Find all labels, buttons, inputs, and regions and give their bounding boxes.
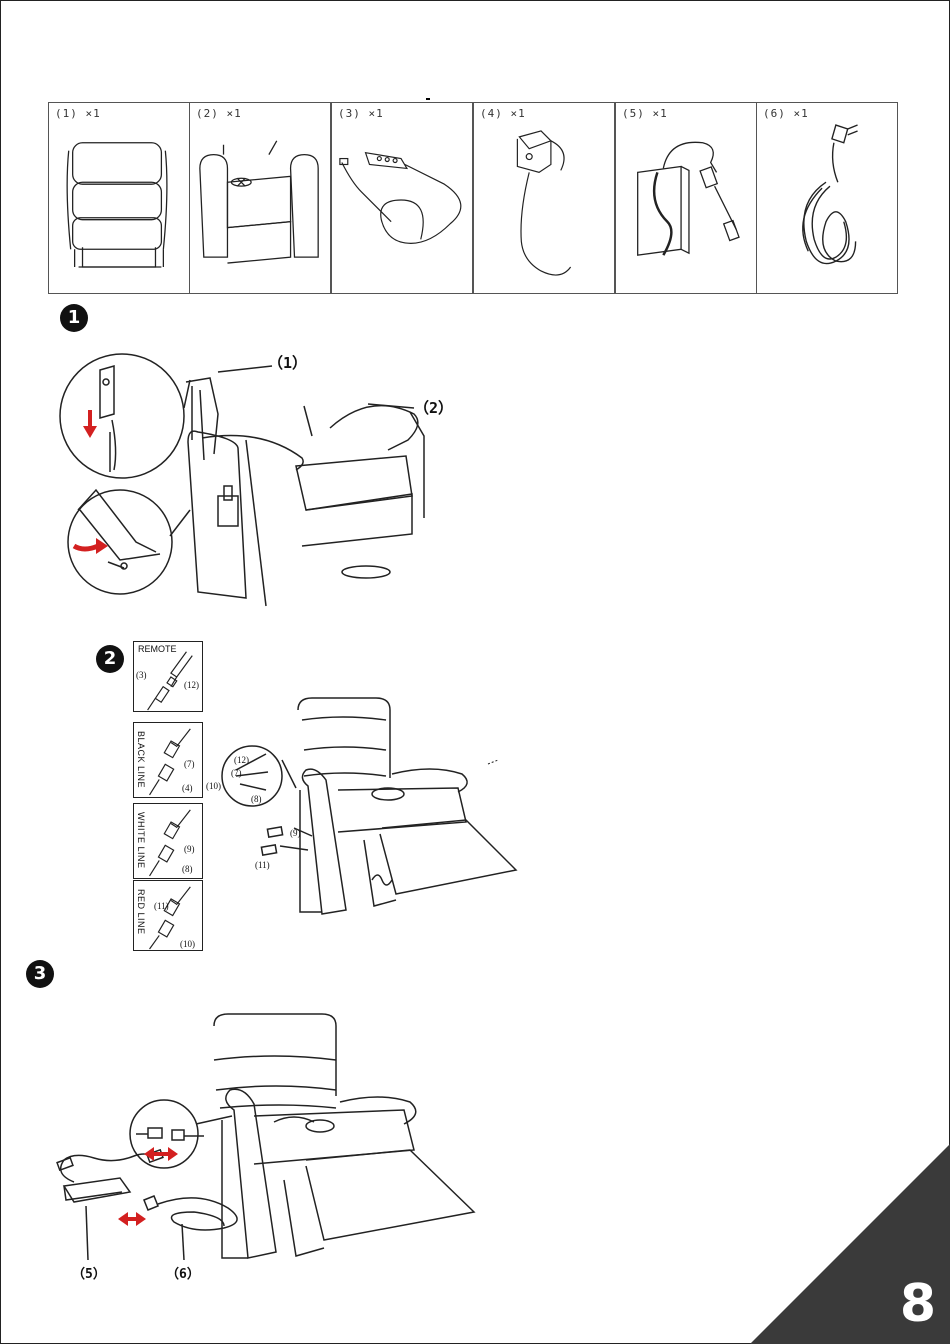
- part-cell-1: (1) ×1: [48, 102, 190, 294]
- detail-label-8: (8): [251, 794, 262, 804]
- step-1-illustration: [50, 350, 470, 610]
- backrest-illustration: [49, 103, 189, 293]
- step-2-badge: 2: [96, 645, 124, 673]
- red-double-arrow-bottom: [118, 1212, 146, 1226]
- label-12-box: (12): [184, 680, 199, 690]
- part-cell-5: (5) ×1: [615, 102, 757, 294]
- black-line-box: BLACK LINE (7) (4): [133, 722, 203, 798]
- header-mark: [426, 98, 430, 100]
- detail-label-7: (7): [231, 768, 242, 778]
- label-11-box: (11): [154, 901, 169, 911]
- callout-cord: （6）: [166, 1263, 200, 1282]
- label-7-box: (7): [184, 759, 195, 769]
- label-4-box: (4): [182, 783, 193, 793]
- remote-control-illustration: [332, 103, 472, 293]
- cable-label-9: (9): [290, 828, 301, 838]
- label-9-box: (9): [184, 844, 195, 854]
- label-3: (3): [136, 670, 147, 680]
- remote-connector-box: REMOTE (3) (12): [133, 641, 203, 712]
- red-line-box: RED LINE (11) (10): [133, 880, 203, 951]
- step-1-badge: 1: [60, 304, 88, 332]
- label-10-box: (10): [180, 939, 195, 949]
- part-cell-3: (3) ×1: [331, 102, 473, 294]
- power-cord-illustration: [757, 103, 897, 293]
- parts-table: (1) ×1 (2) ×1: [48, 102, 898, 294]
- step-2-chair-illustration: [212, 690, 522, 920]
- part-cell-2: (2) ×1: [189, 102, 331, 294]
- cable-label-11: (11): [255, 860, 270, 870]
- cable-adapter-illustration: [474, 103, 614, 293]
- part-cell-6: (6) ×1: [756, 102, 898, 294]
- detail-label-12: (12): [234, 755, 249, 765]
- step-3-illustration: [44, 1010, 484, 1280]
- step-3-badge: 3: [26, 960, 54, 988]
- white-line-box: WHITE LINE (9) (8): [133, 803, 203, 879]
- red-arrow-down: [83, 410, 97, 438]
- part-cell-4: (4) ×1: [473, 102, 615, 294]
- label-8-box: (8): [182, 864, 193, 874]
- power-adapter-illustration: [616, 103, 756, 293]
- callout-adapter: （5）: [72, 1263, 106, 1282]
- detail-label-10: (10): [206, 781, 221, 791]
- page-number: 8: [900, 1274, 936, 1334]
- seat-base-illustration: [190, 103, 330, 293]
